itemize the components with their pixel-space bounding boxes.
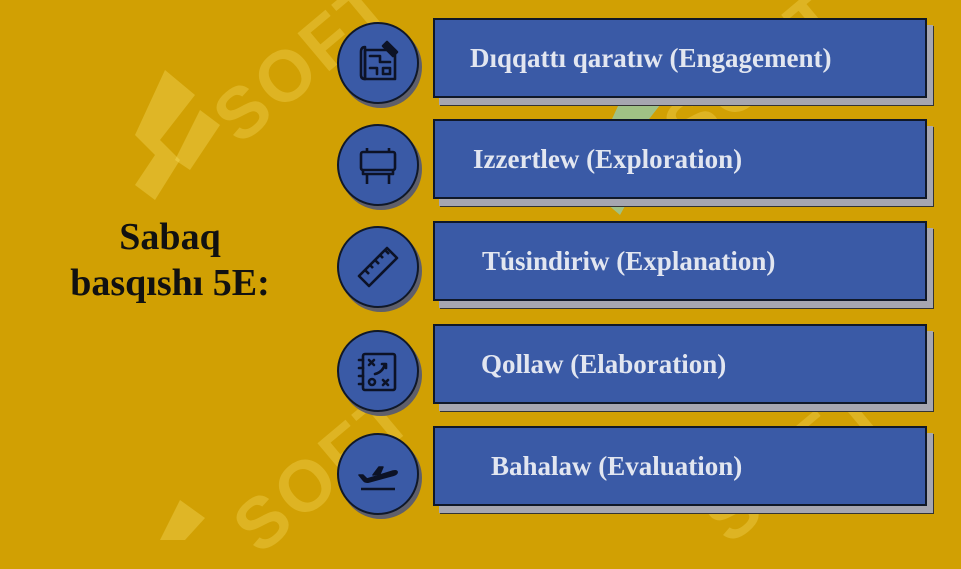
step-5-bar[interactable]: Bahalaw (Evaluation) xyxy=(433,426,927,506)
step-3-label: Túsindiriw (Explanation) xyxy=(482,245,776,276)
watermark-logo-icon xyxy=(160,500,205,540)
title-line-1: Sabaq xyxy=(119,216,221,258)
step-4-bar[interactable]: Qollaw (Elaboration) xyxy=(433,324,927,404)
step-4-label: Qollaw (Elaboration) xyxy=(481,348,727,379)
step-5-label: Bahalaw (Evaluation) xyxy=(491,450,743,481)
step-2-icon-circle xyxy=(337,124,419,206)
step-1-icon-circle xyxy=(337,22,419,104)
step-3-bar[interactable]: Túsindiriw (Explanation) xyxy=(433,221,927,301)
step-5-icon-circle xyxy=(337,433,419,515)
airplane-takeoff-icon xyxy=(358,466,398,491)
step-1-label: Dıqqattı qaratıw (Engagement) xyxy=(470,42,832,73)
step-2-label: Izzertlew (Exploration) xyxy=(473,143,743,174)
billboard-icon xyxy=(359,148,397,184)
strategy-board-icon xyxy=(357,352,397,392)
step-2-bar[interactable]: Izzertlew (Exploration) xyxy=(433,119,927,199)
step-3-icon-circle xyxy=(337,226,419,308)
step-4-icon-circle xyxy=(337,330,419,412)
slide-title: Sabaq basqıshı 5E: xyxy=(30,214,310,306)
watermark-logo-icon xyxy=(135,70,220,200)
title-line-2: basqıshı 5E: xyxy=(70,262,270,304)
blueprint-icon xyxy=(359,40,399,81)
step-1-bar[interactable]: Dıqqattı qaratıw (Engagement) xyxy=(433,18,927,98)
ruler-icon xyxy=(357,246,399,288)
